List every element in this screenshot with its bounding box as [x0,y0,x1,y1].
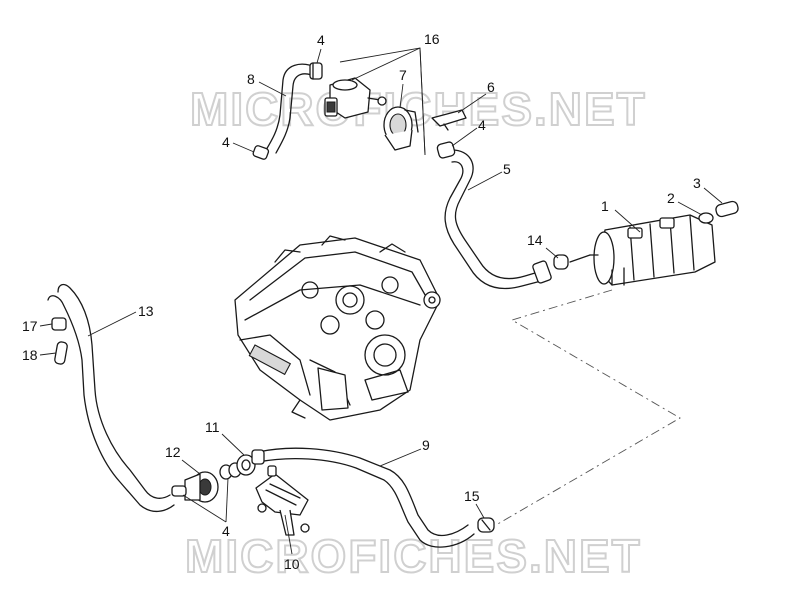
callout-14: 14 [527,232,559,259]
hose-5 [444,149,546,290]
watermark-bottom: MICROFICHES.NET [185,530,642,582]
clamp-4-left [252,145,270,160]
callout-9: 9 [379,437,430,467]
clamp-4-bottom [219,462,242,480]
callout-4c: 4 [451,117,486,147]
svg-text:14: 14 [527,232,543,248]
valve-12 [171,471,219,503]
hose-9 [251,447,475,548]
svg-text:18: 18 [22,347,38,363]
clamp-15 [477,517,495,533]
svg-text:13: 13 [138,303,154,319]
callout-8: 8 [247,71,287,97]
callout-10: 10 [284,514,300,572]
callout-4a: 4 [316,32,325,64]
svg-text:6: 6 [487,79,495,95]
svg-text:12: 12 [165,444,181,460]
svg-text:4: 4 [222,134,230,150]
hose-8 [265,63,319,151]
svg-text:3: 3 [693,175,701,191]
connector-11 [236,454,256,476]
callout-2: 2 [667,190,703,216]
callout-12: 12 [165,444,201,475]
clamp-2 [698,212,714,224]
valve-assembly-16 [324,77,387,119]
svg-text:11: 11 [205,419,220,435]
callout-15: 15 [464,488,485,519]
svg-text:4: 4 [222,523,230,539]
cap-17 [51,317,67,331]
clamp-4-top [309,62,323,80]
svg-text:4: 4 [478,117,486,133]
svg-text:7: 7 [399,67,407,83]
bracket-7 [383,106,419,151]
svg-text:4: 4 [317,32,325,48]
plug-18 [54,341,68,365]
connection-line [495,289,681,526]
svg-text:5: 5 [503,161,511,177]
callout-11: 11 [205,419,245,456]
hose-end-14 [532,254,569,284]
clip-6 [431,109,467,127]
callout-1: 1 [601,198,641,233]
svg-text:2: 2 [667,190,675,206]
svg-text:17: 17 [22,318,38,334]
callout-16: 16 [351,31,440,81]
callout-18: 18 [22,347,57,363]
canister-1 [569,214,716,286]
callout-3: 3 [693,175,723,204]
svg-text:8: 8 [247,71,255,87]
callout-17: 17 [22,318,53,334]
callout-13: 13 [87,303,154,337]
clamp-4-mid [436,141,456,159]
callout-5: 5 [467,161,511,191]
svg-text:16: 16 [424,31,440,47]
callout-4b: 4 [222,134,255,153]
svg-text:1: 1 [601,198,609,214]
svg-text:9: 9 [422,437,430,453]
callout-7: 7 [399,67,407,109]
callout-4d: 4 [182,477,230,539]
svg-text:15: 15 [464,488,480,504]
cylinder-head [234,235,441,421]
bracket-10 [255,465,310,536]
svg-text:10: 10 [284,556,300,572]
callout-6: 6 [457,79,495,114]
hose-13 [47,283,175,513]
cap-3 [715,200,739,218]
watermark-top: MICROFICHES.NET [190,83,647,135]
